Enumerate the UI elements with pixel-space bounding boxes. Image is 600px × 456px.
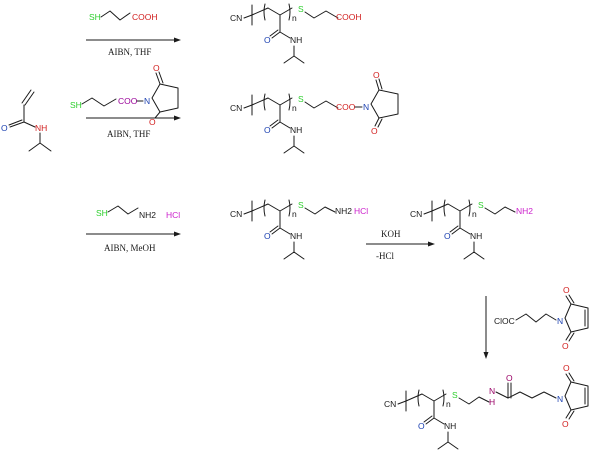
n-subscript: n bbox=[292, 103, 297, 113]
polymer-product-4: CN n S NH2 O NH bbox=[410, 199, 533, 260]
o-label-bottom: O bbox=[562, 419, 569, 429]
repeat-bracket-right bbox=[288, 93, 291, 111]
o-label: O bbox=[1, 123, 8, 133]
isopropyl bbox=[28, 142, 52, 152]
n-subscript: n bbox=[446, 399, 451, 409]
o-label-2: O bbox=[149, 117, 156, 127]
polymer-product-2: CN n S COO N O O O NH bbox=[230, 70, 399, 154]
hcl-label: HCl bbox=[354, 206, 368, 216]
condition-3: AIBN, MeOH bbox=[104, 243, 156, 253]
sh-label: SH bbox=[89, 12, 101, 22]
cn-label: CN bbox=[230, 13, 242, 23]
reaction-arrow-3 bbox=[86, 231, 181, 237]
polymer-product-3: CN n S NH2 HCl O NH bbox=[230, 199, 368, 260]
reagent-mercaptopropionic-acid: SH COOH bbox=[89, 10, 158, 22]
n-subscript: n bbox=[292, 13, 297, 23]
o-label-bottom: O bbox=[371, 126, 378, 136]
thioether-chain bbox=[304, 100, 339, 109]
nh-label: NH bbox=[290, 125, 302, 135]
cooh-end: COOH bbox=[336, 12, 362, 22]
repeat-bracket-left bbox=[263, 3, 266, 21]
condition-4-bottom: -HCl bbox=[376, 251, 394, 261]
alkyl-chain bbox=[100, 10, 131, 21]
s-label: S bbox=[298, 4, 304, 14]
hcl-label: HCl bbox=[166, 210, 180, 220]
cn-label: CN bbox=[410, 209, 422, 219]
amide-o-label: O bbox=[506, 373, 513, 383]
maleimide-ring bbox=[564, 381, 589, 411]
repeat-bracket-left bbox=[263, 93, 266, 111]
reagent-thiol-nhs-ester: SH COO N O O bbox=[70, 63, 179, 127]
n-subscript: n bbox=[472, 209, 477, 219]
reaction-arrow-5 bbox=[483, 296, 489, 359]
n-label: N bbox=[363, 102, 369, 112]
o-label: O bbox=[264, 231, 271, 241]
thioether-chain bbox=[304, 10, 339, 19]
nh2-label: NH2 bbox=[335, 206, 352, 216]
o-label: O bbox=[264, 125, 271, 135]
n-subscript: n bbox=[292, 209, 297, 219]
amide-h-label: H bbox=[489, 397, 495, 407]
nh-label: NH bbox=[35, 123, 47, 133]
condition-4-top: KOH bbox=[381, 229, 401, 239]
nh-label: NH bbox=[290, 35, 302, 45]
reaction-arrow-4 bbox=[366, 241, 435, 247]
sh-label: SH bbox=[70, 100, 82, 110]
o-label: O bbox=[264, 35, 271, 45]
reagent-maleimide-acid-chloride: ClOC N O O bbox=[494, 285, 589, 351]
o-label-top: O bbox=[563, 363, 570, 373]
s-label: S bbox=[298, 94, 304, 104]
o-label-bottom: O bbox=[562, 341, 569, 351]
succinimide-ring bbox=[151, 83, 179, 113]
repeat-bracket-right bbox=[468, 199, 471, 217]
nh-label: NH bbox=[470, 231, 482, 241]
coo-label: COO bbox=[336, 102, 356, 112]
repeat-bracket-right bbox=[442, 389, 445, 407]
sh-label: SH bbox=[96, 208, 108, 218]
maleimide-n-label: N bbox=[557, 394, 563, 404]
reaction-arrow-2 bbox=[86, 115, 181, 121]
s-label: S bbox=[298, 200, 304, 210]
nh-label: NH bbox=[444, 421, 456, 431]
repeat-bracket-right bbox=[288, 3, 291, 21]
nh2-label: NH2 bbox=[139, 210, 156, 220]
monomer-nipam: O NH bbox=[1, 89, 52, 152]
o-label-top: O bbox=[373, 70, 380, 80]
cn-label: CN bbox=[230, 209, 242, 219]
amide-n-label: N bbox=[489, 386, 495, 396]
repeat-bracket-right bbox=[288, 199, 291, 217]
repeat-bracket-left bbox=[263, 199, 266, 217]
cloc-label: ClOC bbox=[494, 316, 515, 326]
o-label: O bbox=[153, 63, 160, 73]
nh-label: NH bbox=[290, 231, 302, 241]
repeat-bracket-left bbox=[443, 199, 446, 217]
coo-label: COO bbox=[118, 96, 138, 106]
cooh-label: COOH bbox=[132, 12, 158, 22]
cn-label: CN bbox=[230, 103, 242, 113]
nh2-label: NH2 bbox=[516, 206, 533, 216]
o-label-top: O bbox=[563, 285, 570, 295]
condition-2: AIBN, THF bbox=[107, 129, 150, 139]
linker-chain bbox=[515, 313, 557, 323]
s-label: S bbox=[478, 200, 484, 210]
n-label: N bbox=[557, 316, 563, 326]
condition-1: AIBN, THF bbox=[108, 47, 151, 57]
s-label: S bbox=[452, 390, 458, 400]
reagent-cysteamine-hcl: SH NH2 HCl bbox=[96, 205, 180, 220]
n-label: N bbox=[144, 96, 150, 106]
o-label: O bbox=[418, 421, 425, 431]
polymer-product-1: CN n S COOH O NH bbox=[230, 3, 362, 64]
maleimide-ring bbox=[564, 303, 589, 333]
repeat-bracket-left bbox=[417, 389, 420, 407]
o-label: O bbox=[444, 231, 451, 241]
cn-label: CN bbox=[384, 399, 396, 409]
alkyl-chain bbox=[81, 97, 117, 107]
reaction-arrow-1 bbox=[86, 37, 181, 43]
succinimide-ring bbox=[370, 89, 399, 119]
polymer-product-5: CN n S N H O N O O O NH bbox=[384, 363, 589, 450]
